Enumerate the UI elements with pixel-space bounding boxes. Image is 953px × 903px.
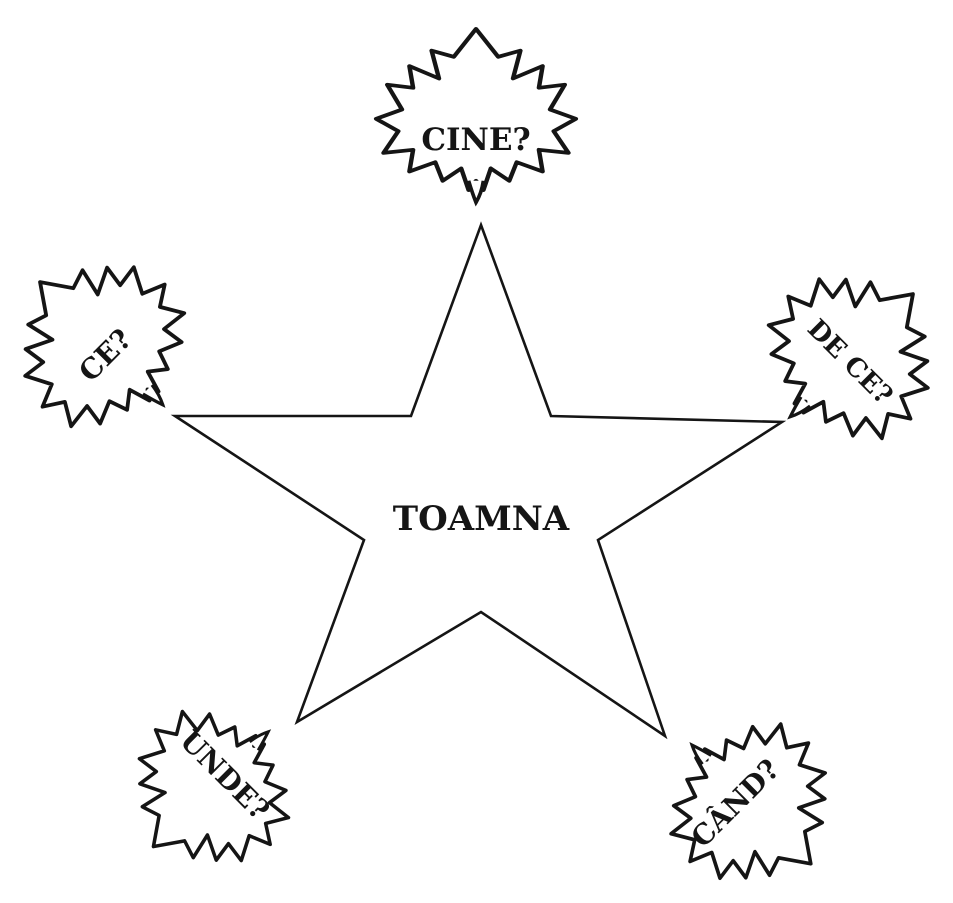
maple-leaf-icon [96, 683, 317, 898]
leaf-bottom-left [96, 674, 325, 898]
leaf-top [376, 29, 576, 203]
leaf-stem-icon [469, 181, 484, 203]
maple-leaf-icon [376, 29, 576, 190]
leaf-label-top: CINE? [421, 122, 530, 158]
star-shape [175, 225, 782, 736]
center-label: TOAMNA [393, 499, 570, 539]
